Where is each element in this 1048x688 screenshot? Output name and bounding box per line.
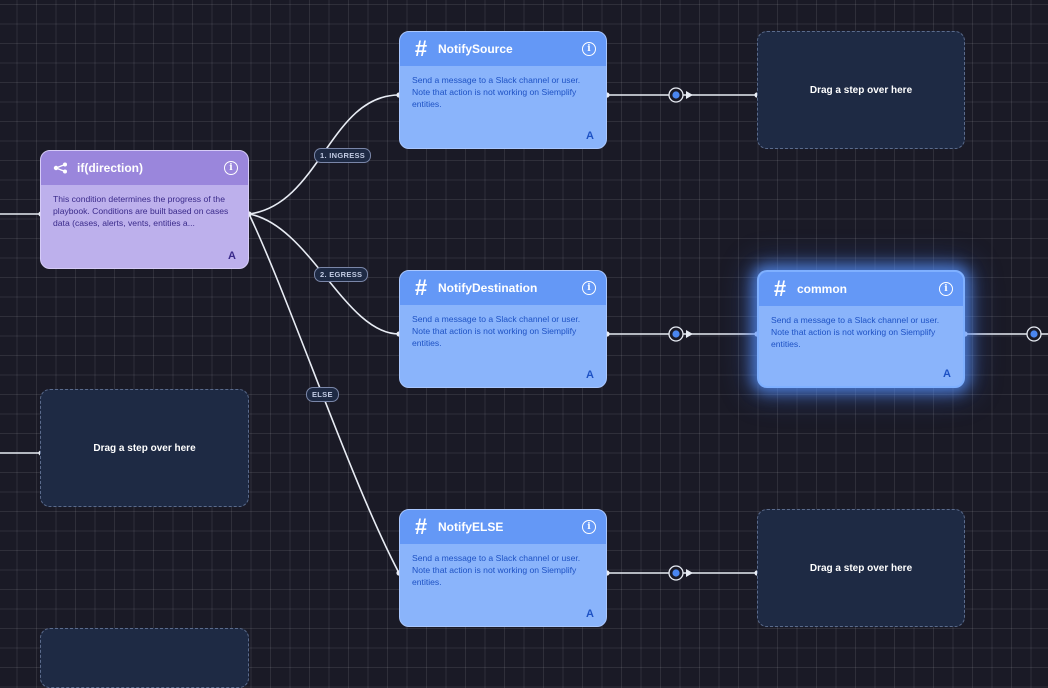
drop-placeholder-left[interactable]: Drag a step over here bbox=[40, 389, 249, 507]
action-node-common[interactable]: # common i Send a message to a Slack cha… bbox=[757, 270, 965, 388]
edge-handle-destination bbox=[668, 326, 684, 342]
hash-icon: # bbox=[414, 514, 428, 539]
branch-label-egress[interactable]: 2. EGRESS bbox=[314, 267, 369, 282]
action-node-badge: A bbox=[586, 369, 594, 381]
action-node-title: NotifySource bbox=[438, 42, 513, 56]
info-icon[interactable]: i bbox=[582, 520, 596, 534]
condition-node-title: if(direction) bbox=[77, 161, 143, 175]
action-node-description: Send a message to a Slack channel or use… bbox=[412, 314, 581, 348]
action-node-title: NotifyELSE bbox=[438, 520, 504, 534]
action-node-badge: A bbox=[586, 130, 594, 142]
action-node-badge: A bbox=[943, 368, 951, 380]
info-icon[interactable]: i bbox=[224, 161, 238, 175]
drop-placeholder-label: Drag a step over here bbox=[93, 442, 196, 454]
action-node-header: # common i bbox=[759, 272, 963, 306]
edge-handle-source bbox=[668, 87, 684, 103]
branch-icon bbox=[53, 162, 67, 174]
hash-icon: # bbox=[414, 275, 428, 300]
action-node-header: # NotifySource i bbox=[400, 32, 606, 66]
action-node-description: Send a message to a Slack channel or use… bbox=[412, 75, 581, 109]
drop-placeholder-bottom-partial[interactable] bbox=[40, 628, 249, 688]
info-icon[interactable]: i bbox=[582, 281, 596, 295]
edge-handle-else bbox=[668, 565, 684, 581]
action-node-header: # NotifyDestination i bbox=[400, 271, 606, 305]
condition-node-description: This condition determines the progress o… bbox=[53, 194, 229, 228]
action-node-description: Send a message to a Slack channel or use… bbox=[412, 553, 581, 587]
info-icon[interactable]: i bbox=[582, 42, 596, 56]
branch-label-else[interactable]: ELSE bbox=[306, 387, 339, 402]
drop-placeholder-after-source[interactable]: Drag a step over here bbox=[757, 31, 965, 149]
drop-placeholder-label: Drag a step over here bbox=[809, 562, 913, 574]
branch-label-ingress[interactable]: 1. INGRESS bbox=[314, 148, 372, 163]
info-icon[interactable]: i bbox=[939, 282, 953, 296]
condition-node-if-direction[interactable]: if(direction) i This condition determine… bbox=[40, 150, 249, 269]
edge-handle-common-out bbox=[1026, 326, 1042, 342]
action-node-notify-destination[interactable]: # NotifyDestination i Send a message to … bbox=[399, 270, 607, 388]
action-node-title: common bbox=[797, 282, 848, 296]
action-node-header: # NotifyELSE i bbox=[400, 510, 606, 544]
drop-placeholder-after-else[interactable]: Drag a step over here bbox=[757, 509, 965, 627]
condition-node-header: if(direction) i bbox=[41, 151, 248, 185]
action-node-title: NotifyDestination bbox=[438, 281, 538, 295]
hash-icon: # bbox=[414, 36, 428, 61]
action-node-description: Send a message to a Slack channel or use… bbox=[771, 315, 940, 349]
action-node-notify-else[interactable]: # NotifyELSE i Send a message to a Slack… bbox=[399, 509, 607, 627]
drop-placeholder-label: Drag a step over here bbox=[809, 84, 913, 96]
hash-icon: # bbox=[773, 276, 787, 301]
condition-node-badge: A bbox=[228, 250, 236, 262]
action-node-badge: A bbox=[586, 608, 594, 620]
action-node-notify-source[interactable]: # NotifySource i Send a message to a Sla… bbox=[399, 31, 607, 149]
